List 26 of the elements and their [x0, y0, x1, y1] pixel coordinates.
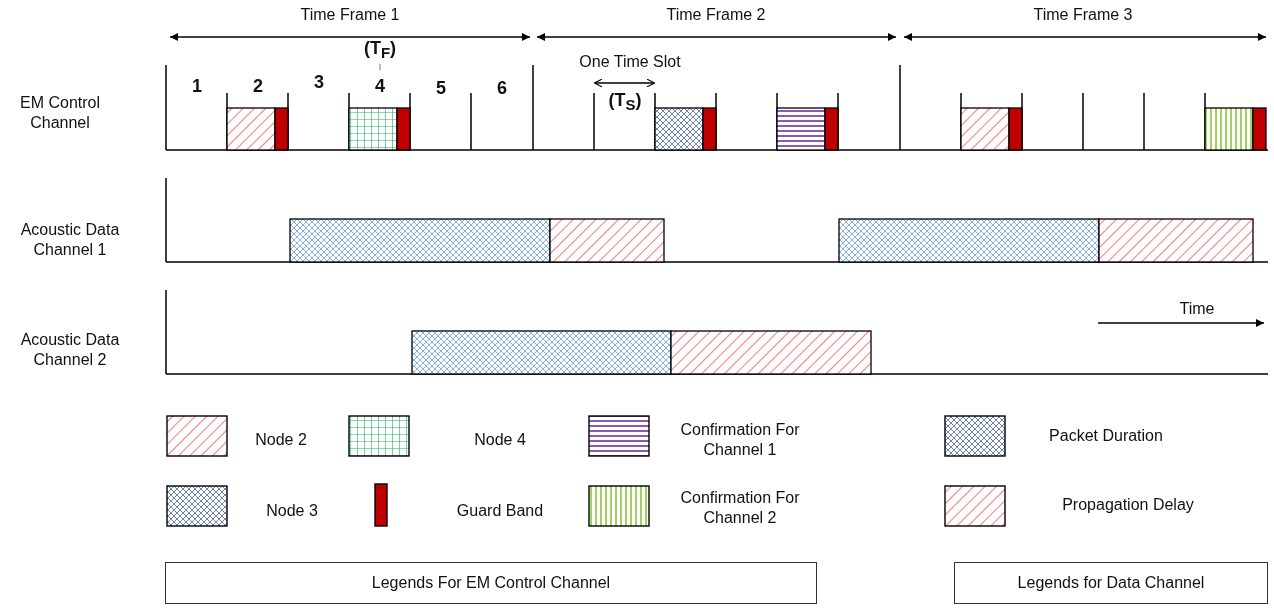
legend-label: Propagation Delay — [1062, 495, 1194, 515]
period-symbol: (T$_{S}$) — [608, 88, 642, 116]
legend-label: Guard Band — [456, 501, 544, 521]
slot-number: 1 — [192, 74, 202, 98]
channel-label: Acoustic Data Channel 1 — [19, 220, 121, 260]
slot-number: 3 — [314, 70, 324, 94]
channel-label: Acoustic Data Channel 2 — [19, 330, 121, 370]
frame-label: Time Frame 3 — [1033, 5, 1133, 25]
slot-label: One Time Slot — [579, 52, 681, 72]
frame-label: Time Frame 1 — [300, 5, 400, 25]
slot-number: 4 — [375, 74, 385, 98]
legend-label: Confirmation For Channel 1 — [679, 420, 801, 460]
legend-label: Confirmation For Channel 2 — [679, 488, 801, 528]
slot-number: 5 — [436, 76, 446, 100]
period-symbol: (T$_{F}$) — [363, 36, 397, 64]
legend-label: Node 3 — [266, 501, 318, 521]
slot-number: 2 — [253, 74, 263, 98]
legend-label: Node 2 — [255, 430, 307, 450]
slot-number: 6 — [497, 76, 507, 100]
legend-title-box: Legends for Data Channel — [954, 562, 1268, 604]
legend-title-box: Legends For EM Control Channel — [165, 562, 817, 604]
legend-label: Node 4 — [474, 430, 526, 450]
legend-label: Packet Duration — [1049, 426, 1163, 446]
channel-label: EM Control Channel — [19, 93, 101, 133]
frame-label: Time Frame 2 — [666, 5, 766, 25]
axis-label: Time — [1179, 299, 1215, 319]
